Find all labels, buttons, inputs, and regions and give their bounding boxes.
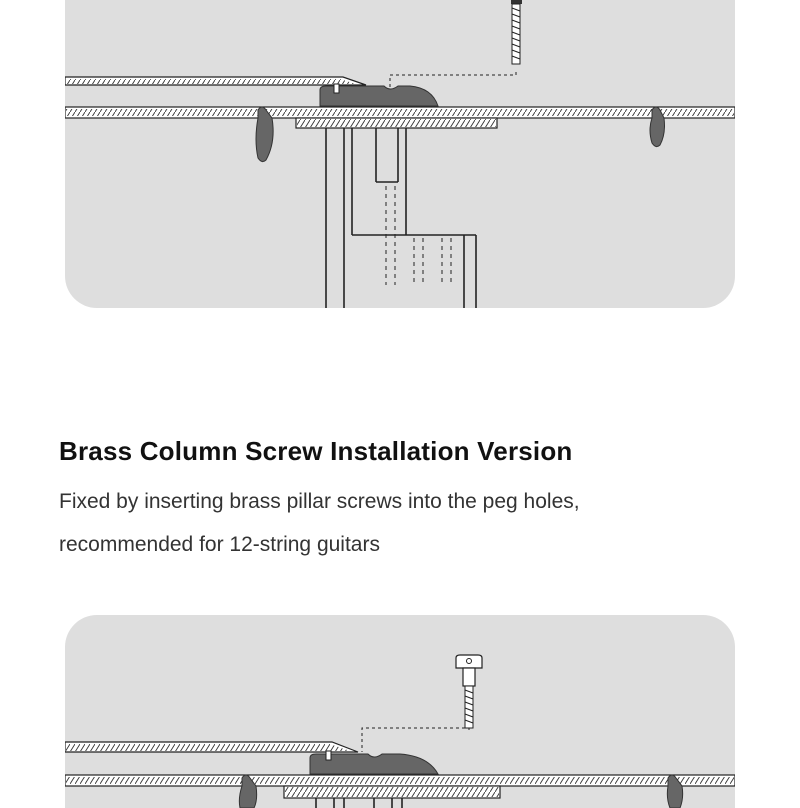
bridge-pin-icon	[238, 774, 258, 808]
top-plate	[66, 79, 356, 84]
screw-icon	[511, 0, 522, 65]
support-column	[325, 128, 477, 308]
installation-diagram-top	[65, 0, 735, 308]
bridge-cross-section-diagram	[65, 654, 735, 808]
bridge-clip	[309, 753, 439, 775]
support-column	[315, 798, 403, 808]
brass-column-screw-icon	[455, 654, 483, 729]
bridge-pin-icon	[255, 106, 274, 163]
section-title: Brass Column Screw Installation Version	[59, 436, 573, 466]
bridge-pin-icon	[666, 774, 684, 808]
description-line: recommended for 12-string guitars	[59, 533, 380, 556]
bridge-clip	[319, 85, 439, 107]
hidden-threads	[385, 186, 452, 285]
top-plate	[66, 744, 350, 751]
description-line: Fixed by inserting brass pillar screws i…	[59, 490, 580, 513]
installation-diagram-bottom	[65, 615, 735, 808]
bridge-pin-icon	[649, 106, 665, 148]
section-description: Fixed by inserting brass pillar screws i…	[59, 480, 759, 566]
bridge-cross-section-diagram	[65, 0, 735, 308]
